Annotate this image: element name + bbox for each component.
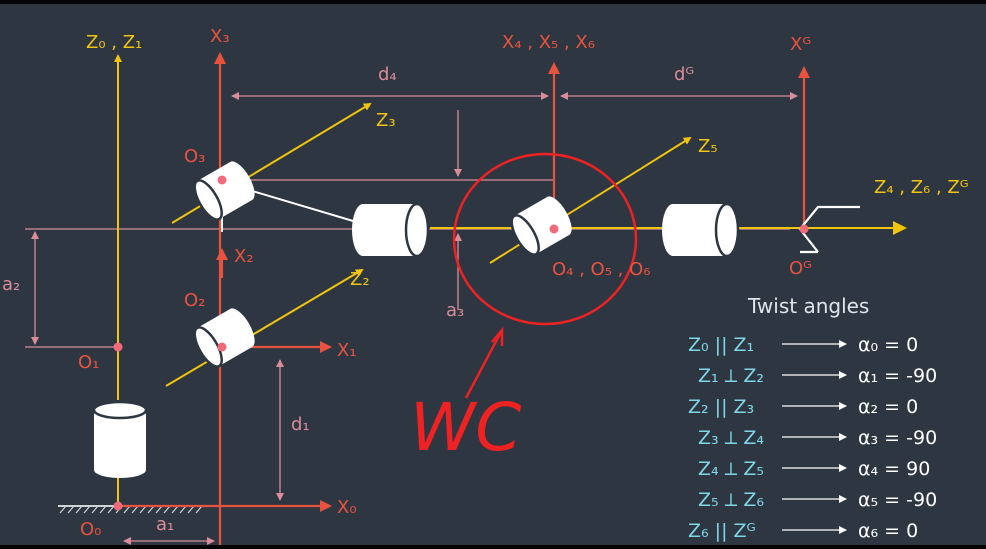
- twist-rel-5: Z₅ ⟂ Z₆: [698, 489, 764, 511]
- base-cylinder: [92, 400, 148, 508]
- label-a3: a₃: [446, 300, 464, 321]
- joint2-cylinder: [193, 308, 255, 368]
- twist-title: Twist angles: [747, 294, 869, 318]
- twist-rel-2: Z₂ || Z₃: [688, 396, 754, 418]
- twist-rel-0: Z₀ || Z₁: [688, 334, 754, 356]
- label-z5: Z₅: [698, 136, 718, 157]
- twist-val-5: α₅ = -90: [858, 489, 937, 511]
- twist-val-3: α₃ = -90: [858, 427, 937, 449]
- twist-val-0: α₀ = 0: [858, 334, 918, 356]
- dimension-lines: [25, 92, 798, 545]
- label-og: Oᴳ: [789, 258, 812, 279]
- label-o0: O₀: [80, 519, 101, 540]
- twist-rel-4: Z₄ ⟂ Z₅: [698, 458, 764, 480]
- label-d1: d₁: [291, 414, 310, 435]
- twist-val-4: α₄ = 90: [858, 458, 930, 480]
- joint-dots: [113, 175, 809, 511]
- bottom-border: [0, 545, 986, 549]
- label-x0: X₀: [337, 497, 357, 518]
- wc-annotation: [452, 152, 638, 399]
- label-x2: X₂: [234, 246, 254, 267]
- link-cylinder-left: [352, 202, 430, 258]
- twist-rel-6: Z₆ || Zᴳ: [688, 520, 756, 542]
- gripper-icon: [798, 205, 860, 253]
- twist-rel-1: Z₁ ⟂ Z₂: [698, 365, 764, 387]
- twist-rel-3: Z₃ ⟂ Z₄: [698, 427, 764, 449]
- label-z2: Z₂: [350, 269, 370, 290]
- label-a2: a₂: [2, 274, 20, 295]
- twist-val-1: α₁ = -90: [858, 365, 937, 387]
- label-x3: X₃: [210, 26, 230, 47]
- label-xg: Xᴳ: [790, 34, 811, 55]
- label-o3: O₃: [184, 146, 205, 167]
- label-d4: d₄: [378, 64, 397, 85]
- label-o2: O₂: [184, 290, 205, 311]
- joint3-cylinder: [193, 161, 255, 221]
- label-dg: dᴳ: [674, 64, 694, 85]
- twist-val-2: α₂ = 0: [858, 396, 918, 418]
- label-o1: O₁: [78, 352, 99, 373]
- twist-angles-table: Twist angles Z₀ || Z₁ α₀ = 0 Z₁ ⟂ Z₂ α₁ …: [688, 294, 937, 542]
- twist-val-6: α₆ = 0: [858, 520, 918, 542]
- label-o4-o5-o6: O₄ , O₅ , O₆: [552, 259, 650, 280]
- top-border: [0, 0, 986, 4]
- link-cylinder-right: [662, 202, 740, 258]
- wc-label: WC: [410, 389, 521, 466]
- wrist-cylinder: [510, 196, 572, 256]
- label-a1: a₁: [156, 514, 174, 535]
- label-x4-x5-x6: X₄ , X₅ , X₆: [502, 32, 595, 53]
- label-x1: X₁: [337, 340, 357, 361]
- label-z3: Z₃: [376, 110, 396, 131]
- label-z4-z6-zg: Z₄ , Z₆ , Zᴳ: [874, 177, 969, 198]
- label-z0-z1: Z₀ , Z₁: [86, 32, 142, 53]
